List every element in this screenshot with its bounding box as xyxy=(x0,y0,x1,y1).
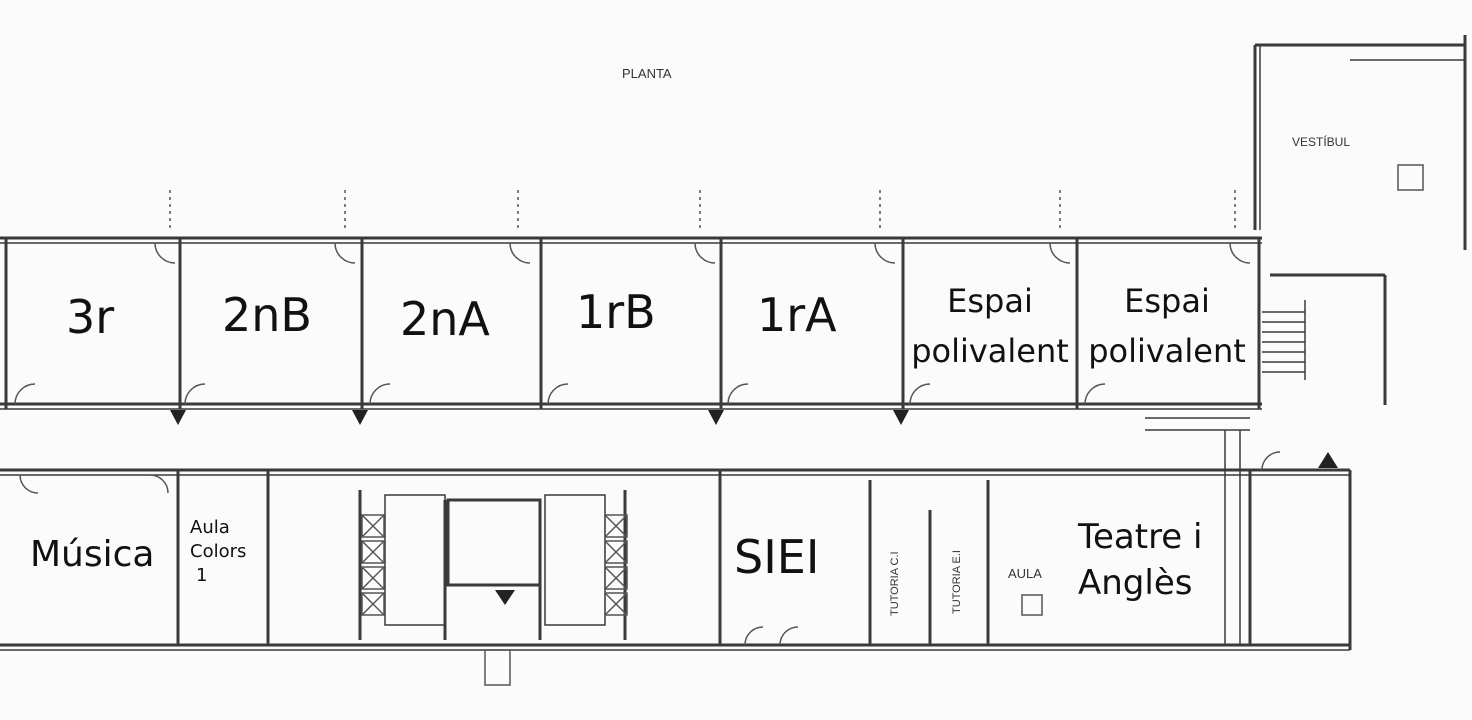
room-espai-polivalent-2: Espai polivalent xyxy=(1088,282,1246,370)
aula-colors-line-1: Aula xyxy=(190,517,230,538)
teatre-line-2: Anglès xyxy=(1078,563,1193,603)
room-musica: Música xyxy=(30,534,155,575)
room-1rb: 1rB xyxy=(576,285,656,339)
room-2na: 2nA xyxy=(400,292,490,346)
room-espai-polivalent-1: Espai polivalent xyxy=(911,282,1069,370)
aula-colors-line-3: 1 xyxy=(196,565,208,586)
vestibule-label: VESTÍBUL xyxy=(1292,135,1351,149)
room-tutoria-ei: TUTORIA E.I xyxy=(951,550,963,614)
room-1ra: 1rA xyxy=(757,288,837,342)
room-aula: AULA xyxy=(1008,566,1042,581)
plan-title: PLANTA xyxy=(622,66,672,81)
room-tutoria-ci: TUTORIA C.I xyxy=(889,551,901,616)
aula-colors-line-2: Colors xyxy=(190,541,247,562)
room-siei: SIEI xyxy=(734,530,820,584)
teatre-line-1: Teatre i xyxy=(1078,517,1203,557)
room-teatre-angles: Teatre i Anglès xyxy=(1078,514,1202,606)
room-3r: 3r xyxy=(66,290,115,344)
room-2nb: 2nB xyxy=(222,288,312,342)
room-aula-colors: Aula Colors 1 xyxy=(190,516,246,588)
